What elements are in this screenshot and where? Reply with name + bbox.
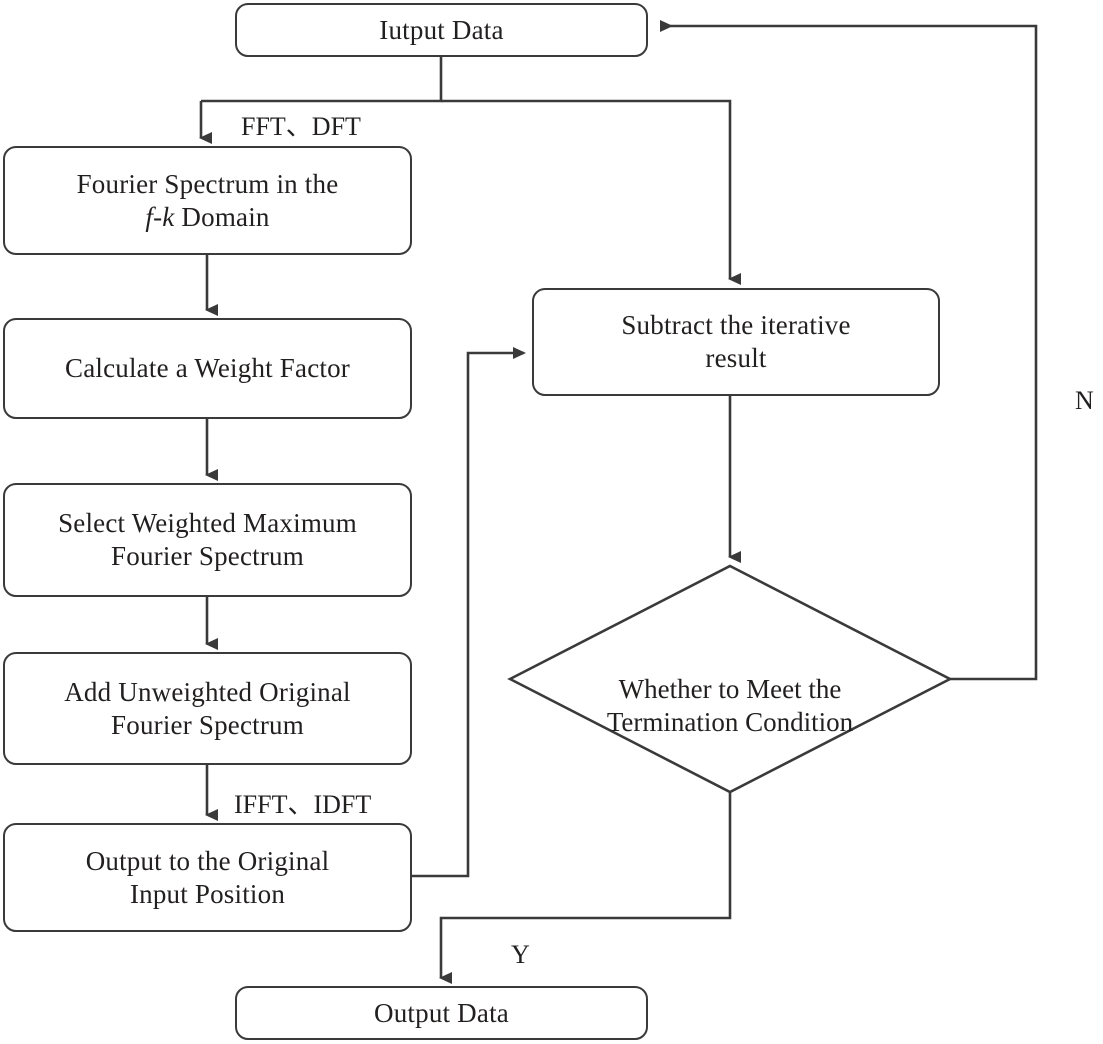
node-calculate-weight-factor[interactable]: Calculate a Weight Factor [3, 318, 412, 419]
edge-outputpos-to-subtract [412, 347, 526, 878]
node-output-to-original-input-position[interactable]: Output to the Original Input Position [3, 823, 412, 932]
node-select-weighted-maximum[interactable]: Select Weighted Maximum Fourier Spectrum [3, 483, 412, 597]
node-output-data[interactable]: Output Data [235, 986, 648, 1040]
edge-input-split [201, 57, 443, 103]
edge-decision-no-to-input [660, 20, 1038, 681]
node-calculate-weight-factor-label: Calculate a Weight Factor [65, 353, 350, 384]
node-output-to-original-input-position-label: Output to the Original Input Position [85, 845, 330, 909]
node-subtract-iterative-result[interactable]: Subtract the iterative result [532, 288, 940, 396]
edge-decision-yes-to-output [439, 792, 732, 984]
node-add-unweighted-original-label: Add Unweighted Original Fourier Spectrum [64, 676, 351, 740]
node-add-unweighted-original[interactable]: Add Unweighted Original Fourier Spectrum [3, 652, 412, 765]
node-input-data[interactable]: Iutput Data [235, 3, 648, 57]
edge-label-no: N [1075, 386, 1094, 415]
edge-input-to-subtract [441, 99, 741, 285]
fourier-line-2-post: Domain [174, 201, 270, 232]
node-select-weighted-maximum-label: Select Weighted Maximum Fourier Spectrum [58, 508, 357, 571]
edge-label-fft-dft: FFT、DFT [241, 112, 361, 141]
fourier-fk-italic: f-k [145, 201, 175, 232]
edge-label-ifft-idft: IFFT、IDFT [234, 790, 372, 819]
decision-diamond-shape [507, 564, 953, 794]
node-output-data-label: Output Data [374, 997, 509, 1028]
node-subtract-iterative-result-label: Subtract the iterative result [621, 310, 851, 373]
edge-label-yes: Y [511, 940, 530, 969]
node-input-data-label: Iutput Data [379, 14, 504, 45]
fourier-line-1: Fourier Spectrum in the [76, 168, 339, 199]
